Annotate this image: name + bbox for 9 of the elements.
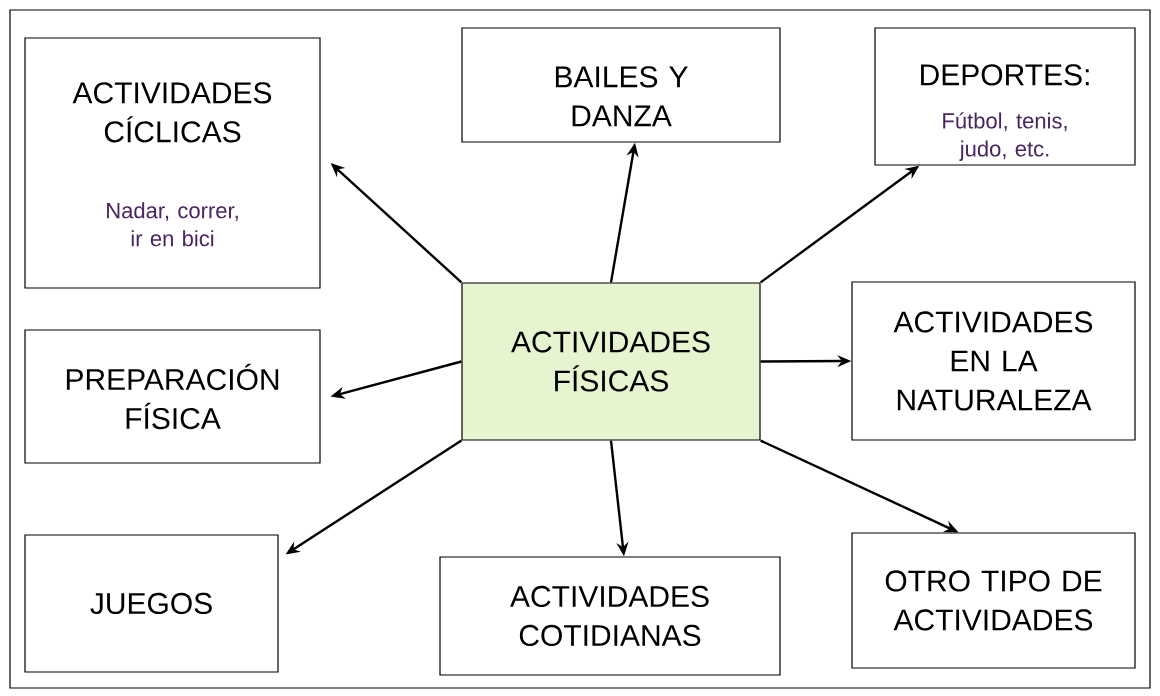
category-box: OTRO TIPO DE ACTIVIDADES <box>851 532 1136 669</box>
category-box: DEPORTES: Fútbol, tenis, judo, etc. <box>874 27 1136 166</box>
category-box: JUEGOS <box>24 534 279 673</box>
category-box: ACTIVIDADES COTIDIANAS <box>439 556 781 676</box>
category-box: ACTIVIDADES EN LA NATURALEZA <box>851 281 1136 441</box>
center-box: ACTIVIDADES FÍSICAS <box>461 282 761 441</box>
category-box: BAILES Y DANZA <box>461 27 781 143</box>
category-box: PREPARACIÓN FÍSICA <box>24 329 321 464</box>
category-box: ACTIVIDADES CÍCLICAS Nadar, correr, ir en bici <box>24 37 321 289</box>
